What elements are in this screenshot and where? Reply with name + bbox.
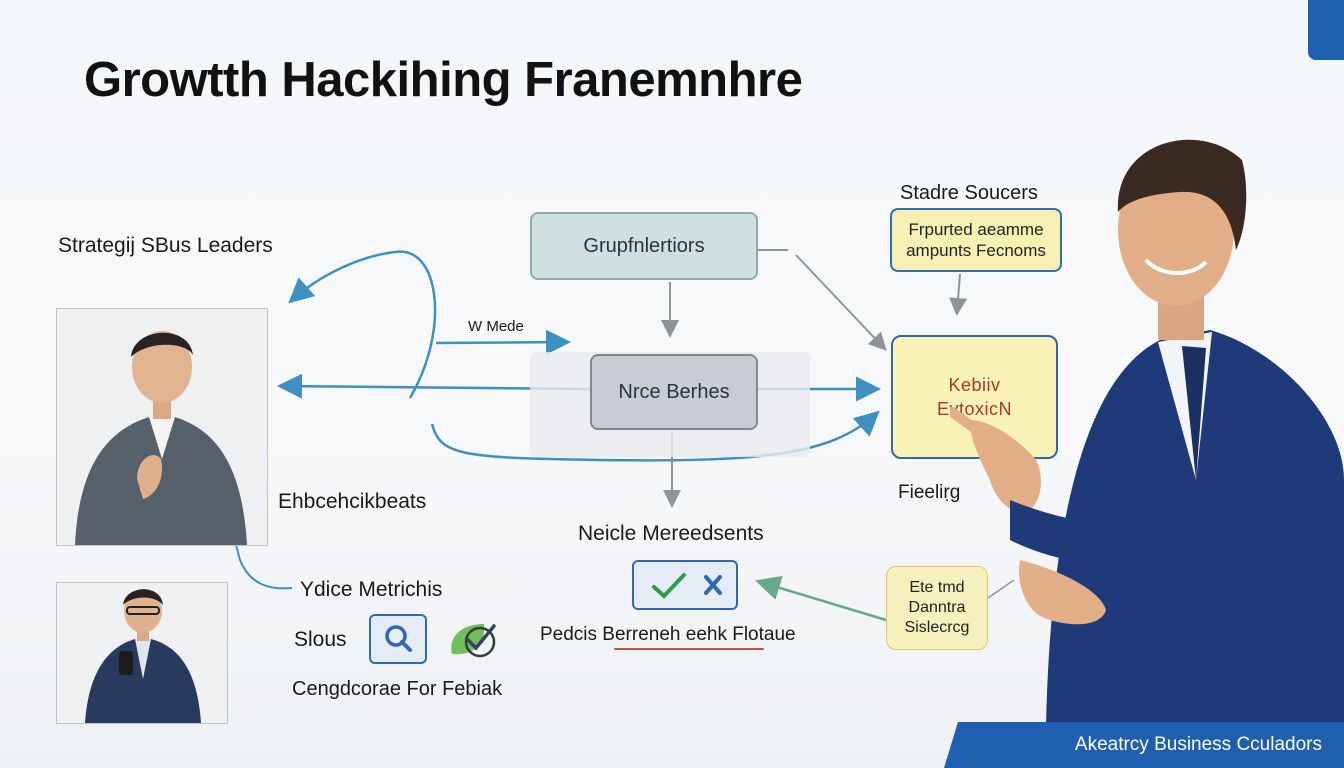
curve-up-arrow: [430, 410, 880, 462]
search-tile: [369, 614, 427, 664]
box-top-right-line-2: ampunts Fecnoms: [906, 241, 1046, 260]
check-cross-icons: [652, 573, 722, 599]
label-ydice: Ydice Metrichis: [300, 578, 443, 601]
red-underline: [614, 648, 764, 650]
label-stadre-soucers: Stadre Soucers: [900, 182, 1038, 204]
check-cross-tile: [632, 560, 738, 610]
label-embed: Ehbcehcikbeats: [278, 490, 427, 513]
check-icon: [652, 573, 686, 599]
label-strategy-leaders: Strategij SBus Leaders: [58, 234, 273, 257]
label-fieelirg: Fieeliṛg: [898, 482, 961, 503]
cross-icon: [704, 575, 722, 595]
presenter-photo-small: [56, 582, 228, 724]
loop-arrow: [288, 250, 437, 399]
leaf-check-icon: [451, 624, 496, 658]
label-neicle: Neicle Mereedsents: [578, 522, 764, 545]
box-key-line-1: Kebiiv: [948, 375, 1001, 395]
w-mede-arrow: [435, 329, 571, 355]
page-title: Growtth Hackihing Franemnhre: [84, 53, 803, 107]
presenter-photo-large: [56, 308, 268, 546]
presenter-small-illustration: [57, 583, 227, 723]
label-w-mede: W Mede: [468, 318, 524, 335]
box-top-right: Frpurted aeamme ampunts Fecnoms: [890, 208, 1062, 272]
corner-tab: [1308, 0, 1344, 60]
label-pedcis: Pedcis Berreneh eehk Flotaue: [540, 624, 796, 645]
box-top-right-line-1: Frpurted aeamme: [908, 220, 1044, 239]
box-bottom-right: Ete tmd Danntra Sislecrcg: [886, 566, 988, 650]
green-arrow: [755, 575, 887, 622]
footer-text: Akeatrcy Business Cculadors: [1074, 734, 1322, 755]
box-key-extension: Kebiiv EvtoxicN: [891, 335, 1058, 459]
footer-bar: [944, 722, 1344, 768]
label-slous: Slous: [294, 628, 347, 651]
top-right-down-arrow: [949, 273, 968, 316]
diagonal-arrow: [795, 254, 887, 351]
presenter-illustration: [57, 309, 267, 545]
box-bottom-right-line-2: Danntra: [908, 599, 966, 616]
box-bottom-right-line-3: Sislecrcg: [904, 619, 970, 636]
box-grupfnlertiors: Grupfnlertiors: [530, 212, 758, 280]
box-bottom-right-line-1: Ete tmd: [909, 579, 965, 596]
box-nrce-berhes: Nrce Berhes: [590, 354, 758, 430]
small-box-line: [987, 579, 1015, 599]
search-icon: [385, 625, 412, 652]
presenter-figure: [950, 139, 1344, 726]
label-cengd: Cengdcorae For Febiak: [292, 678, 503, 700]
